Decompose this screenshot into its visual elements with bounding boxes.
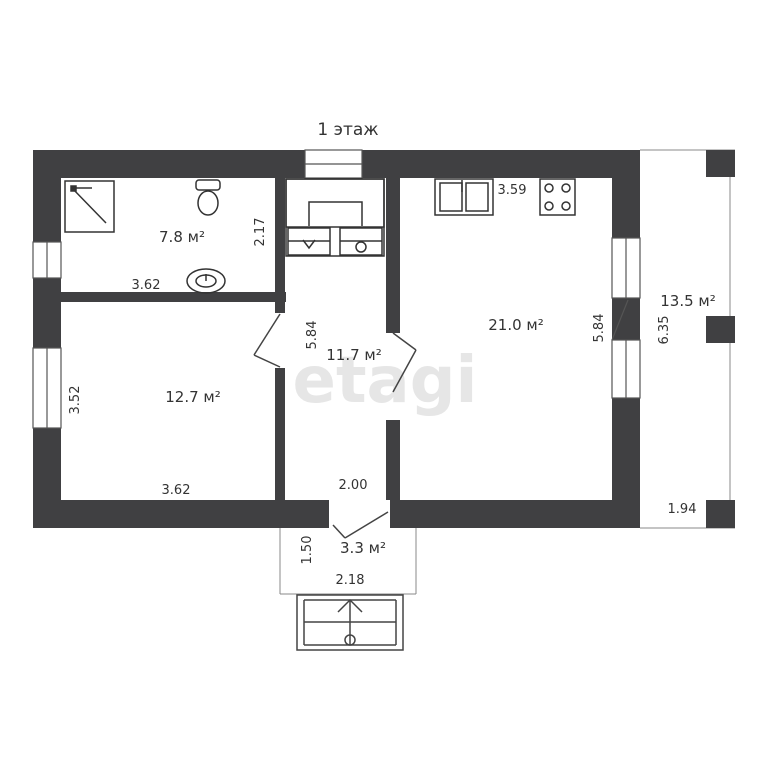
watermark: etagi bbox=[293, 344, 478, 418]
hall-length: 5.84 bbox=[305, 321, 320, 350]
bathroom-depth: 2.17 bbox=[253, 218, 268, 247]
door-entrance-leaf bbox=[344, 511, 389, 539]
porch-depth: 1.50 bbox=[300, 536, 315, 565]
floor-title: 1 этаж bbox=[317, 120, 378, 140]
bedroom-depth: 3.52 bbox=[68, 386, 83, 415]
veranda-width: 1.94 bbox=[668, 502, 697, 517]
bathroom-area: 7.8 м² bbox=[159, 228, 205, 246]
hall-area: 11.7 м² bbox=[326, 346, 382, 364]
stairs bbox=[296, 594, 404, 651]
interior-walls bbox=[61, 178, 400, 500]
windows bbox=[32, 149, 641, 429]
shower-tray bbox=[64, 180, 115, 233]
room-labels: 7.8 м² 3.62 2.17 12.7 м² 3.62 3.52 11.7 … bbox=[68, 183, 716, 588]
outer-walls bbox=[33, 150, 640, 528]
porch bbox=[279, 528, 417, 595]
doors bbox=[253, 313, 417, 539]
bathroom-width: 3.62 bbox=[132, 278, 161, 293]
kitchen-veranda-door bbox=[611, 299, 629, 341]
door-entrance bbox=[332, 524, 346, 539]
bedroom-width: 3.62 bbox=[162, 483, 191, 498]
stove-icon bbox=[285, 178, 385, 257]
porch-width: 2.18 bbox=[336, 573, 365, 588]
toilet-icon bbox=[195, 179, 221, 216]
veranda-length: 6.35 bbox=[657, 316, 672, 345]
sink-icon bbox=[186, 268, 226, 294]
kitchen-area: 21.0 м² bbox=[488, 316, 544, 334]
hall-width: 2.00 bbox=[339, 478, 368, 493]
door-kitchen-leaf bbox=[392, 349, 417, 393]
kitchen-width: 3.59 bbox=[498, 183, 527, 198]
door-kitchen bbox=[392, 332, 417, 351]
kitchen-sink-icon bbox=[434, 178, 494, 216]
bedroom-area: 12.7 м² bbox=[165, 388, 221, 406]
kitchen-depth: 5.84 bbox=[592, 314, 607, 343]
door-bedroom-leaf bbox=[253, 354, 281, 368]
veranda bbox=[640, 149, 735, 529]
cooktop-icon bbox=[539, 178, 576, 216]
veranda-area: 13.5 м² bbox=[660, 292, 716, 310]
door-bedroom bbox=[253, 313, 281, 356]
porch-area: 3.3 м² bbox=[340, 539, 386, 557]
